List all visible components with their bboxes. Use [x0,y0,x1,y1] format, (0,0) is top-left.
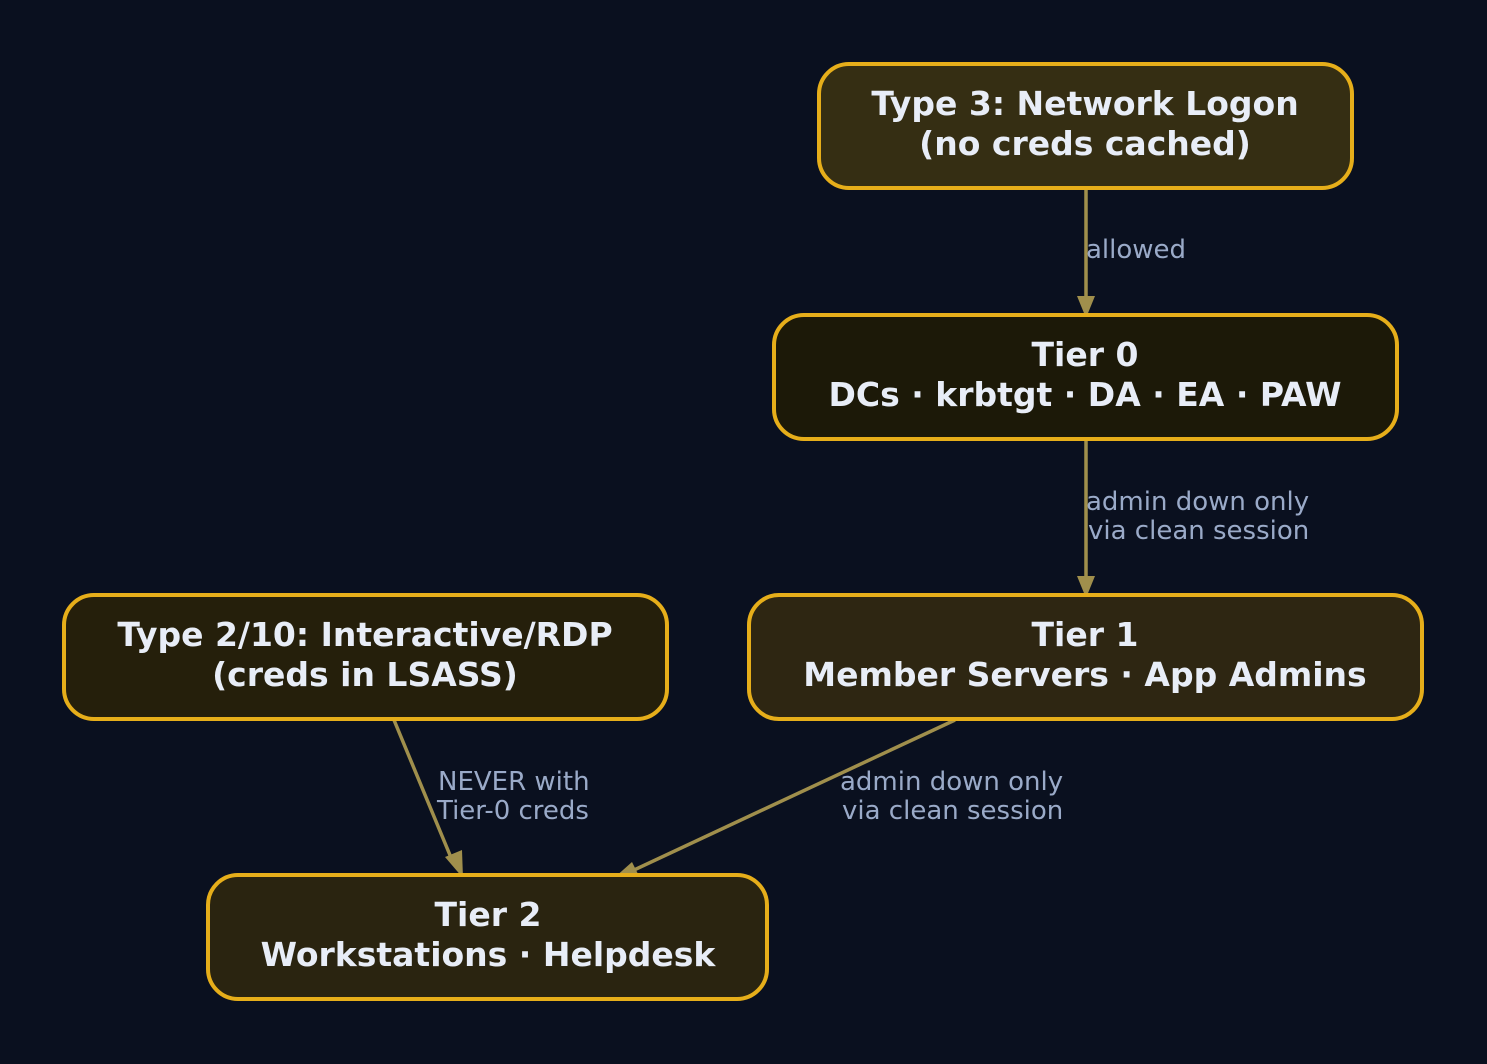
edge-label-line2: Tier-0 creds [436,796,589,826]
arrowhead [1077,576,1095,598]
node-subtitle: DCs · krbtgt · DA · EA · PAW [829,375,1342,414]
edge-type3-to-tier0: allowed [1077,189,1186,318]
node-subtitle: (creds in LSASS) [212,655,518,694]
edge-label-line1: admin down only [1086,487,1309,517]
edge-tier0-to-tier1: admin down only via clean session [1077,440,1309,598]
node-subtitle: Member Servers · App Admins [803,655,1366,694]
edge-line [392,719,454,861]
node-tier2: Tier 2 Workstations · Helpdesk [206,873,769,1001]
edge-label-line2: via clean session [1088,516,1309,546]
node-box [772,313,1399,441]
edge-type210-to-tier2: NEVER with Tier-0 creds [392,719,590,878]
node-tier0: Tier 0 DCs · krbtgt · DA · EA · PAW [772,313,1399,441]
node-subtitle: (no creds cached) [919,124,1251,163]
node-title: Type 3: Network Logon [871,84,1298,123]
node-subtitle: Workstations · Helpdesk [261,935,717,974]
node-type3-network-logon: Type 3: Network Logon (no creds cached) [817,62,1354,190]
node-title: Tier 2 [435,895,542,934]
edge-label-line1: admin down only [840,767,1063,797]
edge-label-line2: via clean session [842,796,1063,826]
node-type210-interactive-rdp: Type 2/10: Interactive/RDP (creds in LSA… [62,593,669,721]
node-title: Tier 1 [1032,615,1139,654]
node-box [747,593,1424,721]
arrowhead [1077,296,1095,318]
edge-label-line1: NEVER with [438,767,590,797]
edge-tier1-to-tier2: admin down only via clean session [614,718,1063,878]
arrowhead [445,850,463,878]
node-box [206,873,769,1001]
edge-label: allowed [1086,235,1186,265]
node-box [817,62,1354,190]
node-box [62,593,669,721]
node-title: Tier 0 [1032,335,1139,374]
edge-line [633,718,956,872]
node-tier1: Tier 1 Member Servers · App Admins [747,593,1424,721]
node-title: Type 2/10: Interactive/RDP [117,615,612,654]
